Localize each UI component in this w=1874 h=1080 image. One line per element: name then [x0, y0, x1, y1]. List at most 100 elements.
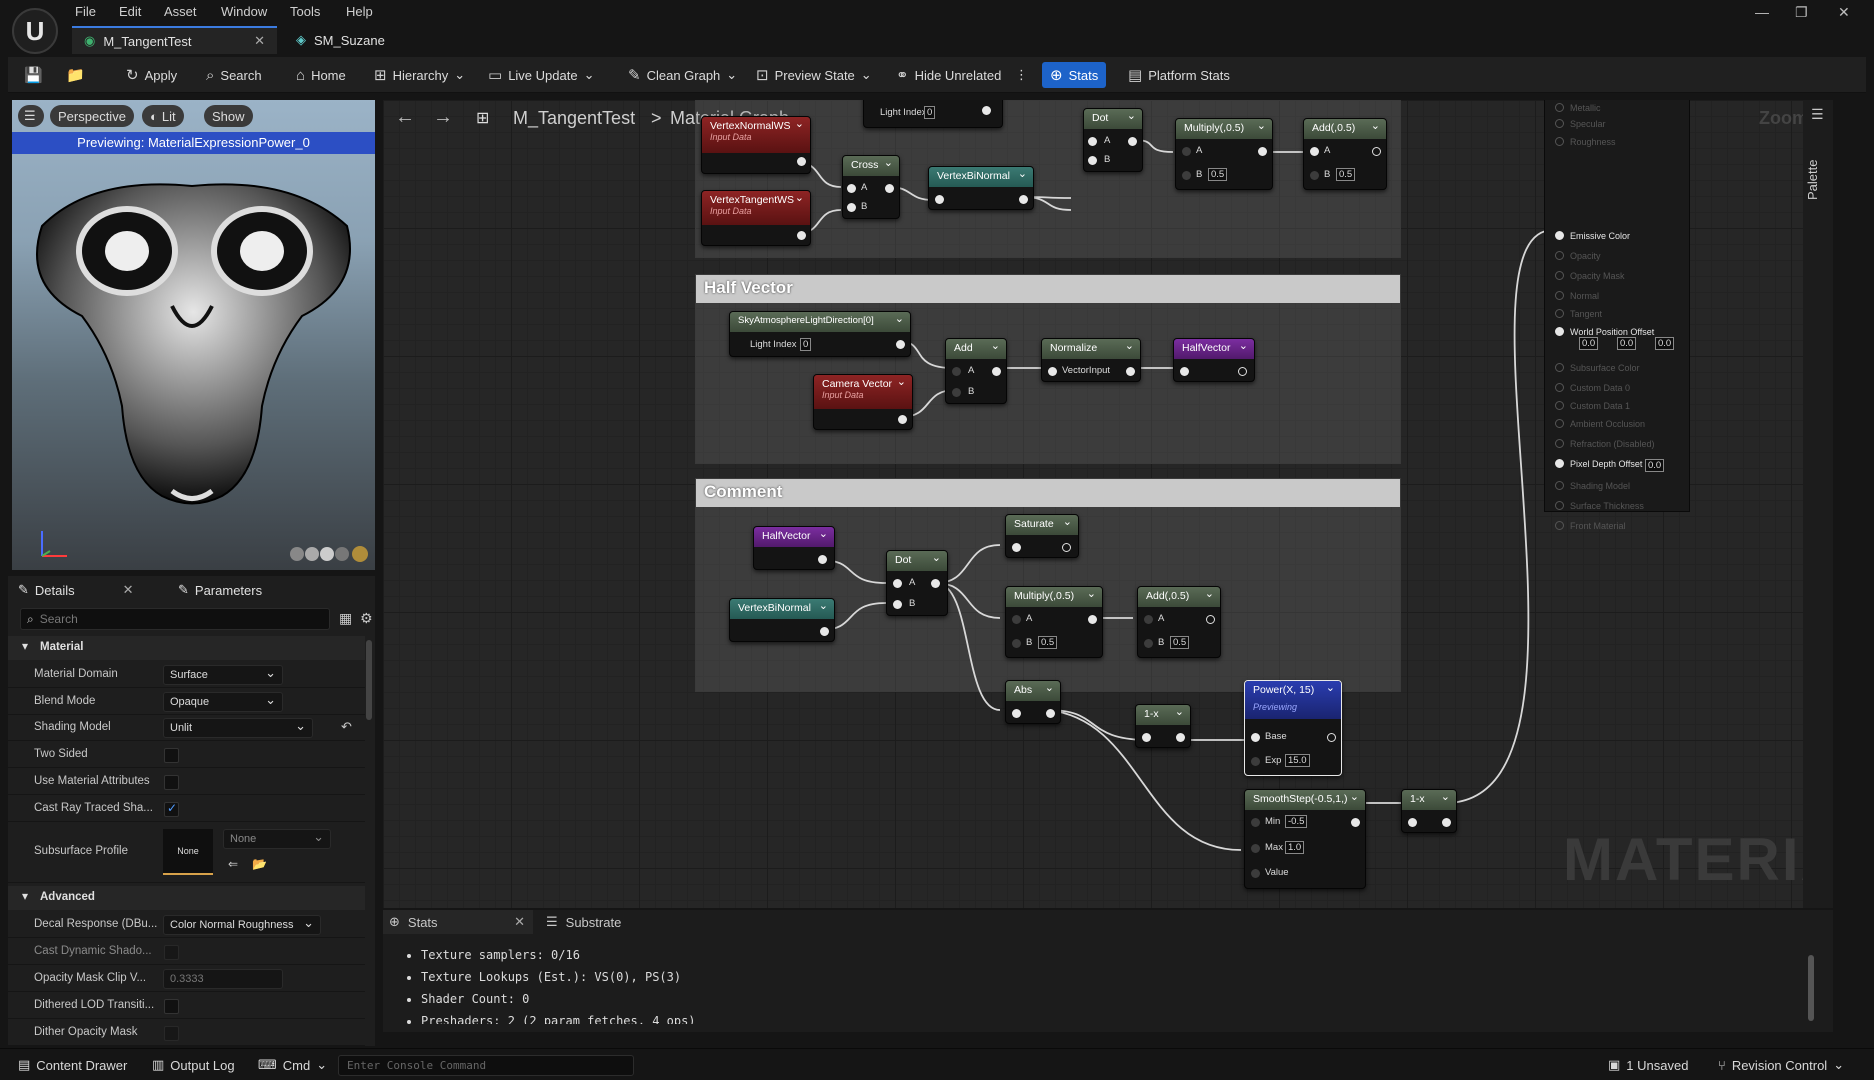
cmd-dropdown[interactable]: ⌨Cmd⌄ [258, 1057, 327, 1073]
browse-folder-icon[interactable]: 📂 [252, 857, 267, 871]
clean-graph-button[interactable]: ✎Clean Graph⌄ [628, 62, 737, 88]
menu-help[interactable]: Help [346, 4, 373, 19]
output-pin[interactable] [797, 231, 806, 240]
output-pin[interactable] [1238, 367, 1247, 376]
palette-tab[interactable]: Palette [1805, 159, 1820, 200]
output-pin-front-material[interactable]: Front Material [1555, 521, 1626, 531]
output-pin-metallic[interactable]: Metallic [1555, 103, 1601, 113]
input-pin-a[interactable] [1310, 147, 1319, 156]
menu-asset[interactable]: Asset [164, 4, 197, 19]
cast-dynamic-shadow-checkbox[interactable] [164, 945, 179, 960]
output-pin-emissive-color[interactable]: Emissive Color [1555, 231, 1630, 241]
close-icon[interactable]: ✕ [254, 33, 265, 48]
input-pin-a[interactable] [1182, 147, 1191, 156]
menu-tools[interactable]: Tools [290, 4, 321, 19]
stats-scrollbar[interactable] [1808, 955, 1814, 1021]
reset-icon[interactable]: ↶ [341, 719, 352, 734]
tab-stats[interactable]: ⊕Stats✕ [383, 910, 533, 934]
tab-m-tangenttest[interactable]: ◉ M_TangentTest ✕ [72, 26, 277, 54]
home-button[interactable]: ⌂Home [296, 62, 346, 88]
comment-title-half-vector[interactable]: Half Vector [696, 275, 1400, 303]
node-sky-atmosphere-light-direction[interactable]: SkyAtmosphereLightDirection[0] Light Ind… [729, 311, 911, 357]
output-pin-surface-thickness[interactable]: Surface Thickness [1555, 501, 1644, 511]
output-pin-specular[interactable]: Specular [1555, 119, 1606, 129]
output-pin[interactable] [1442, 818, 1451, 827]
details-search-input[interactable]: Search [39, 612, 78, 626]
comment-title-comment[interactable]: Comment [696, 479, 1400, 507]
b-value-input[interactable]: 0.5 [1208, 168, 1228, 181]
node-add-top[interactable]: Add(,0.5) A B 0.5 [1303, 118, 1387, 190]
output-pin[interactable] [896, 340, 905, 349]
input-pin-b[interactable] [893, 600, 902, 609]
input-pin-a[interactable] [847, 184, 856, 193]
subsurface-thumbnail[interactable]: None [163, 829, 213, 875]
comment-box-comment[interactable]: Comment [695, 478, 1401, 692]
details-scrollbar[interactable] [366, 640, 372, 720]
hierarchy-button[interactable]: ⊞Hierarchy⌄ [374, 62, 465, 88]
output-pin[interactable] [818, 555, 827, 564]
decal-response-dropdown[interactable]: Color Normal Roughness [163, 915, 321, 935]
min-value-input[interactable]: -0.5 [1285, 815, 1308, 828]
preview-viewport[interactable]: ☰ Perspective ◐Lit Show Previewing: Mate… [12, 100, 375, 570]
input-pin[interactable] [1180, 367, 1189, 376]
output-pin[interactable] [1062, 543, 1071, 552]
menu-file[interactable]: File [75, 4, 96, 19]
console-command-input[interactable]: Enter Console Command [338, 1055, 634, 1076]
output-pin-custom-data-1[interactable]: Custom Data 1 [1555, 401, 1630, 411]
input-pin-min[interactable] [1251, 818, 1260, 827]
node-normalize[interactable]: Normalize VectorInput [1041, 338, 1141, 382]
output-pin-pixel-depth-offset[interactable]: Pixel Depth Offset [1555, 459, 1642, 469]
tab-sm-suzane[interactable]: ◈ SM_Suzane [284, 26, 424, 54]
settings-icon[interactable]: ⚙ [360, 610, 373, 626]
close-window-button[interactable]: ✕ [1838, 4, 1850, 20]
input-pin[interactable] [935, 195, 944, 204]
viewport-menu-button[interactable]: ☰ [18, 105, 44, 127]
output-pin[interactable] [1351, 818, 1360, 827]
input-pin[interactable] [1142, 733, 1151, 742]
node-halfvector-input[interactable]: HalfVector [753, 526, 835, 570]
opacity-mask-clip-input[interactable]: 0.3333 [163, 969, 283, 989]
input-pin-value[interactable] [1251, 869, 1260, 878]
preview-state-button[interactable]: ⊡Preview State⌄ [756, 62, 872, 88]
output-log-button[interactable]: ▥Output Log [152, 1057, 235, 1073]
input-pin-b[interactable] [1088, 156, 1097, 165]
close-icon[interactable]: ✕ [122, 582, 134, 597]
node-one-minus-x-b[interactable]: 1-x [1401, 789, 1457, 833]
b-value-input[interactable]: 0.5 [1336, 168, 1356, 181]
output-pin[interactable] [1128, 137, 1137, 146]
hide-unrelated-button[interactable]: ⚭Hide Unrelated [896, 62, 1001, 88]
input-pin-a[interactable] [1088, 137, 1097, 146]
breadcrumb-asset[interactable]: M_TangentTest [513, 108, 636, 128]
material-output-node[interactable]: Base ColorMetallicSpecularRoughnessEmiss… [1544, 100, 1690, 531]
output-pin-tangent[interactable]: Tangent [1555, 309, 1602, 319]
input-pin[interactable] [1408, 818, 1417, 827]
pixel-depth-offset-input[interactable]: 0.0 [1645, 459, 1665, 472]
output-pin-refraction-disabled[interactable]: Refraction (Disabled) [1555, 439, 1655, 449]
show-button[interactable]: Show [204, 105, 253, 127]
node-add-half-vector[interactable]: Add A B [945, 338, 1007, 404]
output-pin-opacity[interactable]: Opacity [1555, 251, 1601, 261]
node-vertex-binormal-top[interactable]: VertexBiNormal [928, 166, 1034, 210]
perspective-button[interactable]: Perspective [50, 105, 134, 127]
output-pin-ambient-occlusion[interactable]: Ambient Occlusion [1555, 419, 1645, 429]
lit-button[interactable]: ◐Lit [142, 105, 184, 127]
output-pin-normal[interactable]: Normal [1555, 291, 1599, 301]
blend-mode-dropdown[interactable]: Opaque [163, 692, 283, 712]
output-pin[interactable] [992, 367, 1001, 376]
input-pin-exp[interactable] [1251, 757, 1260, 766]
output-pin[interactable] [898, 415, 907, 424]
output-pin[interactable] [1019, 195, 1028, 204]
node-light-index-top[interactable]: Light Index 0 [863, 100, 1003, 128]
input-pin-b[interactable] [847, 203, 856, 212]
node-power[interactable]: Power(X, 15)Previewing Base Exp 15.0 [1244, 680, 1342, 776]
node-dot[interactable]: Dot A B [886, 550, 948, 616]
section-advanced[interactable]: Advanced [8, 886, 365, 910]
output-pin[interactable] [1327, 733, 1336, 742]
use-selected-icon[interactable]: ⇐ [228, 857, 239, 871]
wpo-x-input[interactable]: 0.0 [1579, 337, 1599, 350]
output-pin[interactable] [820, 627, 829, 636]
exp-value-input[interactable]: 15.0 [1285, 754, 1310, 767]
dither-opacity-checkbox[interactable] [164, 1026, 179, 1041]
